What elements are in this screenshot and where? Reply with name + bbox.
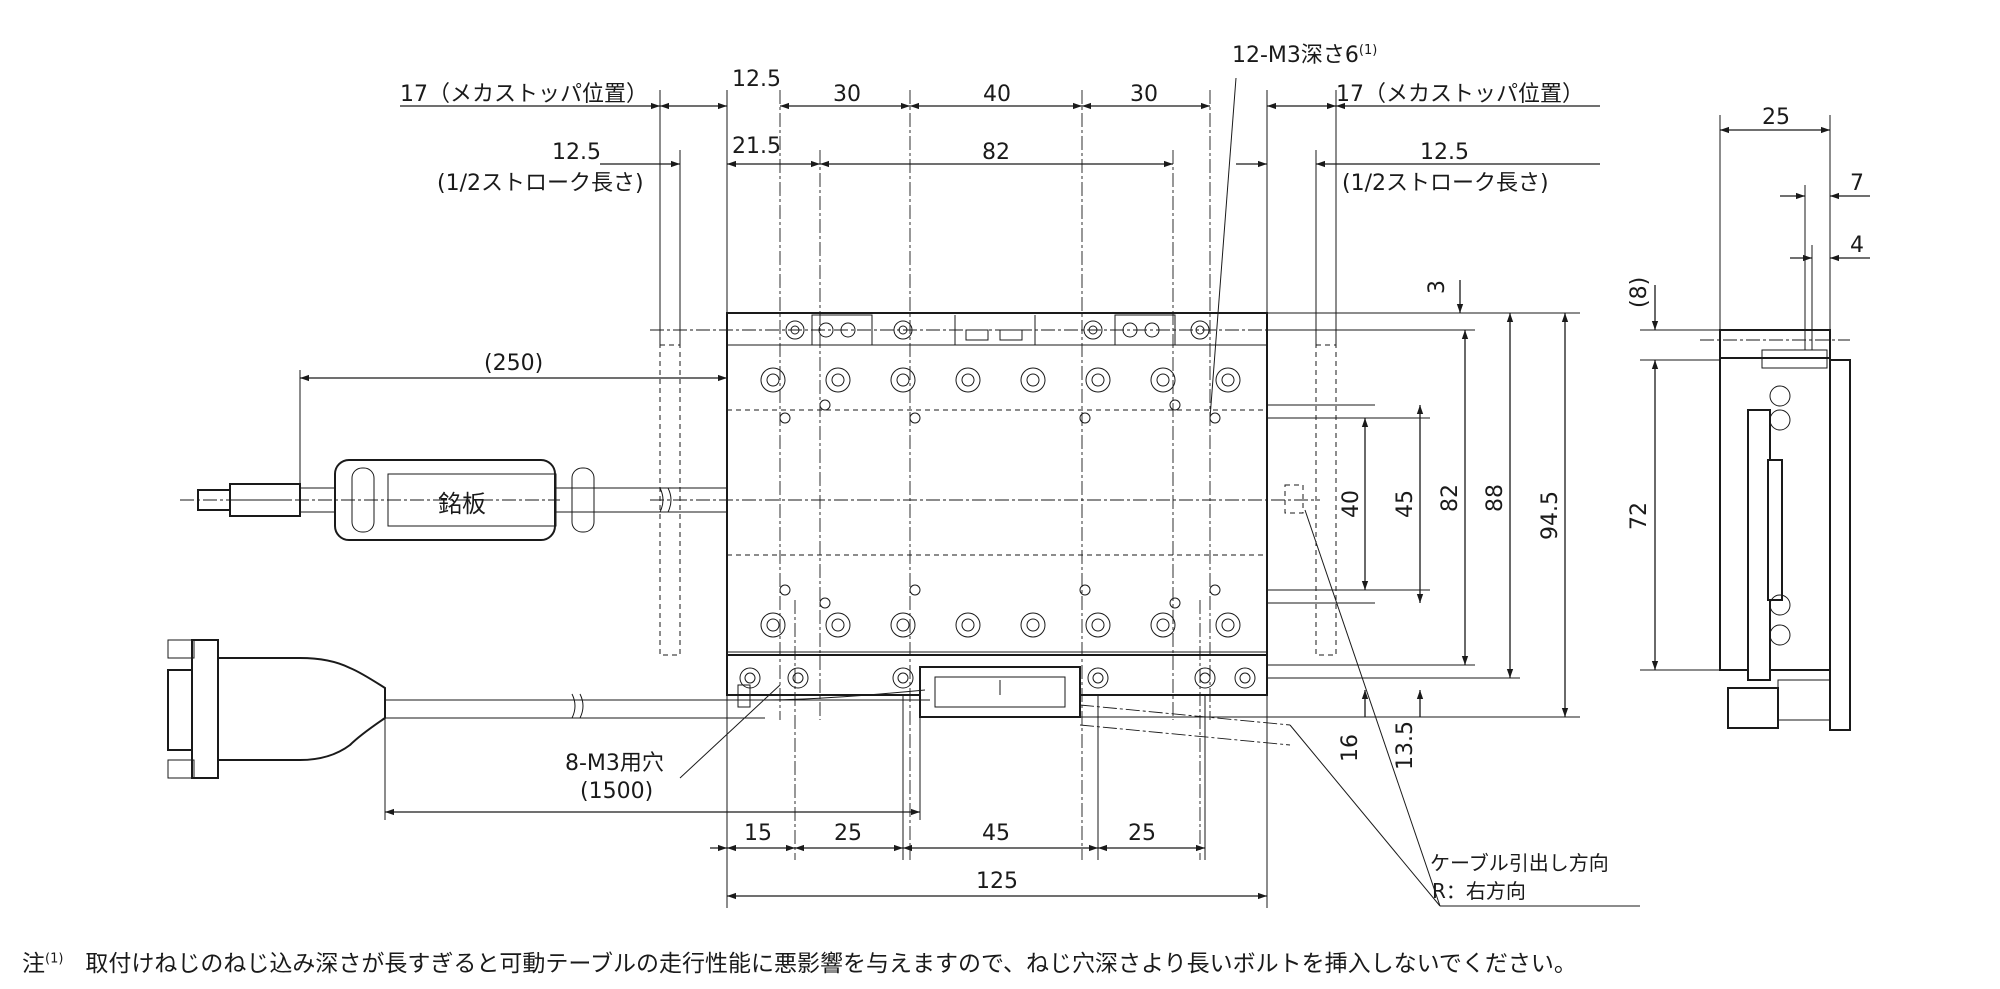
side-dim-72: 72 [1627,502,1652,530]
dim-v-16: 16 [1338,734,1363,762]
nameplate-label: 銘板 [438,490,486,518]
stage-top-view [726,312,1304,718]
side-dim-4: 4 [1850,233,1864,258]
footnote-ref: (1) [45,951,64,967]
dimension-labels: 17（メカストッパ位置） 17（メカストッパ位置） 12.5 30 40 30 … [400,43,1864,903]
dim-1500: (1500) [580,779,653,804]
dim-21-5: 21.5 [732,134,781,159]
dim-top-right-17: 17（メカストッパ位置） [1336,82,1584,107]
dimension-lines [299,77,1870,908]
dim-right-half-stroke: (1/2ストローク長さ) [1342,171,1549,196]
dim-v-3: 3 [1425,280,1450,294]
cable-direction-label: ケーブル引出し方向 [1430,851,1609,875]
dim-v-40: 40 [1339,490,1364,518]
dim-v-45: 45 [1393,490,1418,518]
dim-right-12-5: 12.5 [1420,140,1469,165]
side-dim-8: (8) [1627,277,1652,308]
dim-v-94-5: 94.5 [1538,491,1563,540]
dim-v-88: 88 [1483,484,1508,512]
dim-30a: 30 [833,82,861,107]
cable-r-label: R：右方向 [1432,879,1526,903]
dim-v-13-5: 13.5 [1393,721,1418,770]
dim-25b: 25 [1128,821,1156,846]
dim-left-half-stroke: (1/2ストローク長さ) [437,171,644,196]
footnote-text: 取付けねじのねじ込み深さが長すぎると可動テーブルの走行性能に悪影響を与えますので… [85,951,1577,977]
dim-45: 45 [982,821,1010,846]
dim-30b: 30 [1130,82,1158,107]
dim-15: 15 [744,821,772,846]
screw-spec: 12-M3深さ6(1) [1232,43,1377,68]
dim-left-12-5: 12.5 [552,140,601,165]
dim-12-5-top: 12.5 [732,67,781,92]
dim-v-82: 82 [1438,484,1463,512]
upper-counterbore-row [760,367,1241,393]
dim-82-top: 82 [982,140,1010,165]
side-dim-25: 25 [1762,105,1790,130]
stage-side-view [1700,329,1851,731]
dim-25a: 25 [834,821,862,846]
cable-assembly [167,459,930,779]
side-dim-7: 7 [1850,171,1864,196]
dim-top-left-17: 17（メカストッパ位置） [400,82,648,107]
footnote-prefix: 注 [22,951,45,977]
dim-125: 125 [976,869,1018,894]
lower-counterbore-row [760,612,1241,638]
dim-250: (250) [484,351,543,376]
center-lines [650,90,1320,860]
dim-40: 40 [983,82,1011,107]
footnote: 注(1) 取付けねじのねじ込み深さが長すぎると可動テーブルの走行性能に悪影響を与… [22,944,1577,978]
mount-hole-label: 8-M3用穴 [565,751,664,776]
